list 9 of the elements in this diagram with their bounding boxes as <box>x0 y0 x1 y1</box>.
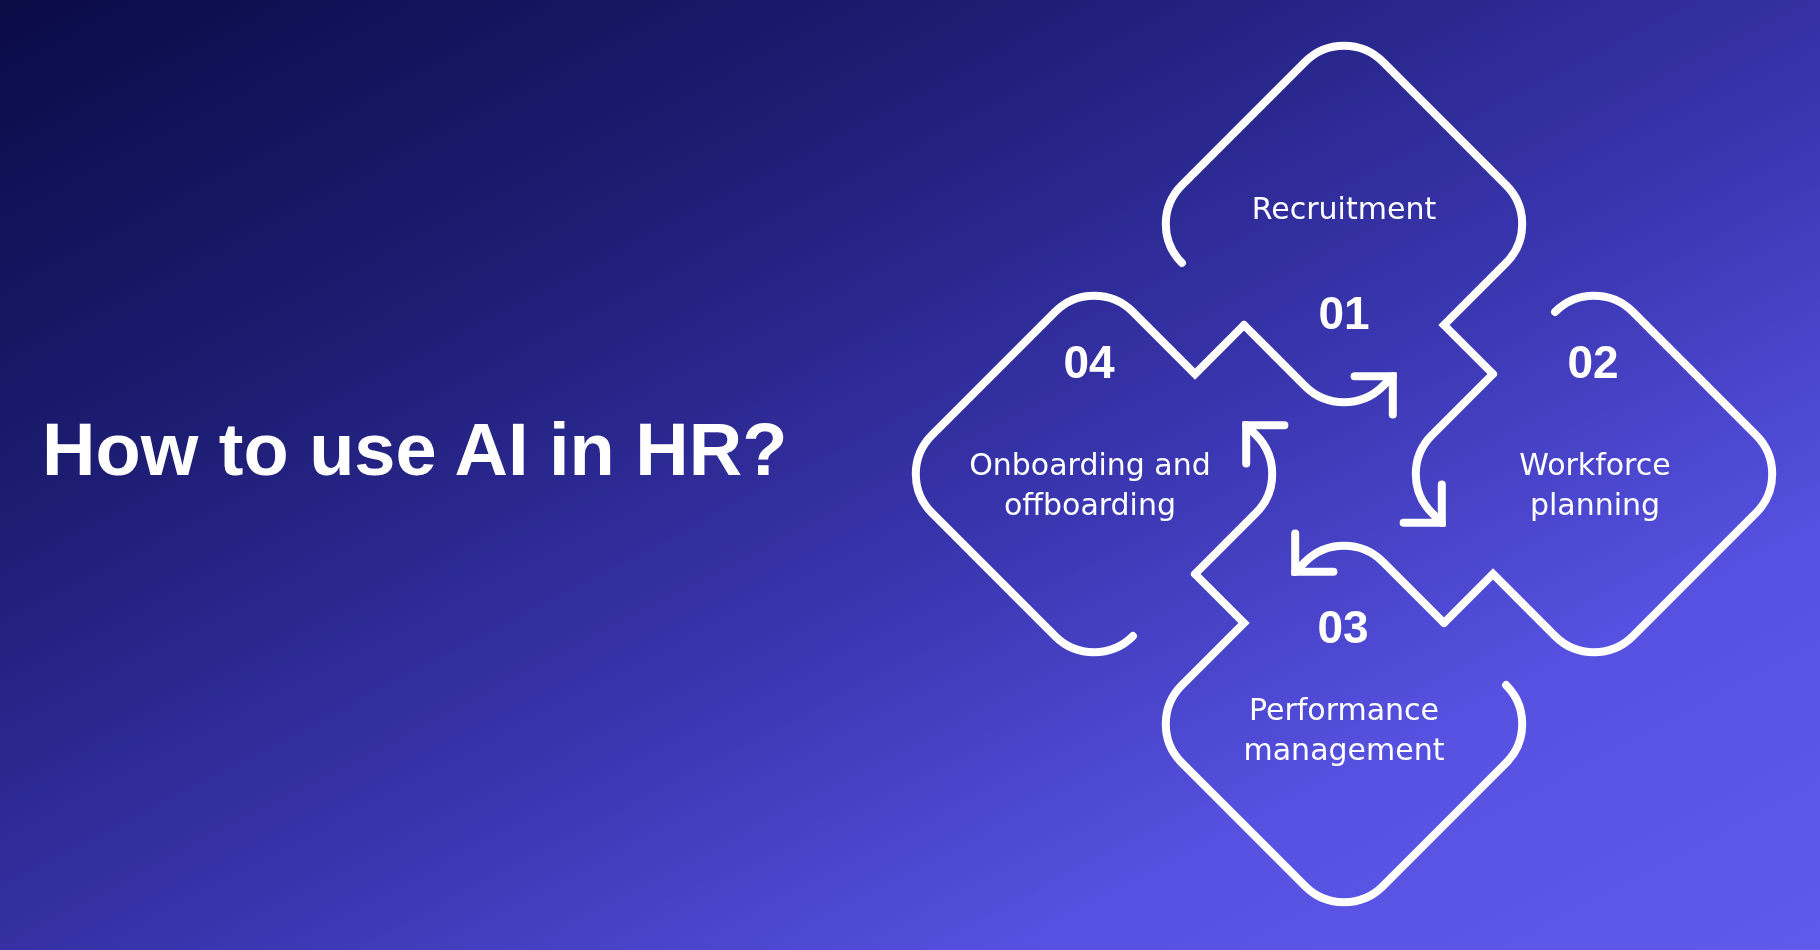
step-number: 01 <box>1318 290 1370 336</box>
step-number: 03 <box>1317 604 1369 650</box>
title: How to use AI in HR? <box>42 413 788 487</box>
step-label: Recruitment <box>1250 190 1438 228</box>
step-label: Performance management <box>1242 691 1446 769</box>
step-number: 04 <box>1063 339 1115 385</box>
step-label: Workforce planning <box>1518 446 1672 524</box>
step-number: 02 <box>1567 339 1619 385</box>
step-label: Onboarding and offboarding <box>968 446 1212 524</box>
